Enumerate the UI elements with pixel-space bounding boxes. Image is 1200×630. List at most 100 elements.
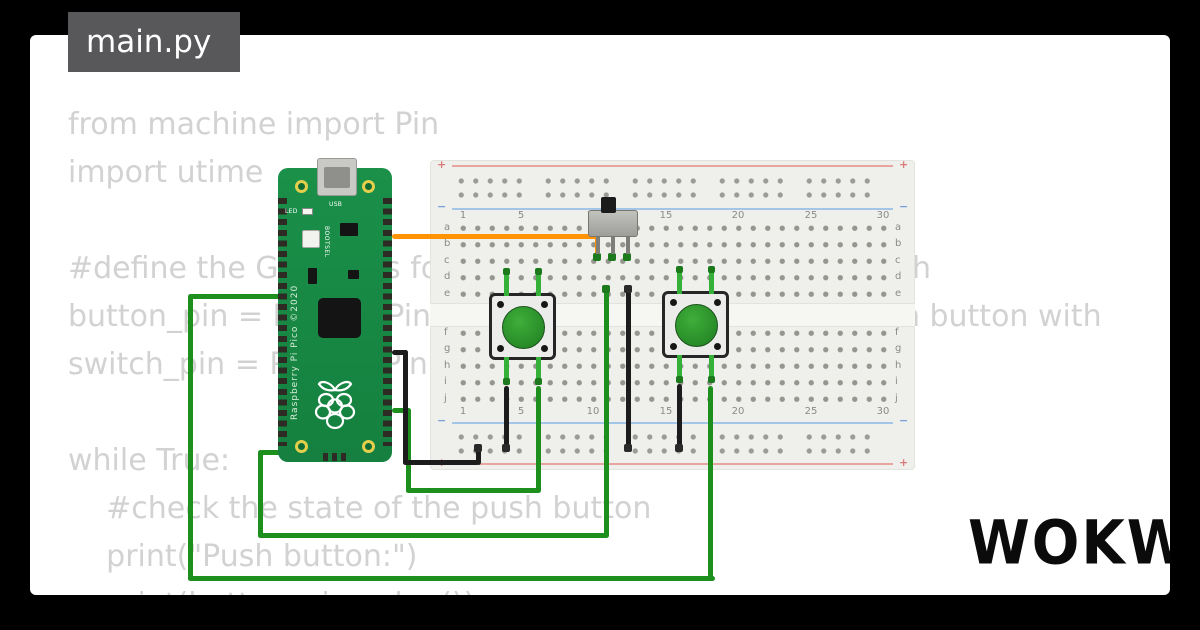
switch-leg [596, 237, 600, 254]
button-pin [497, 345, 504, 352]
wire-black [504, 386, 509, 451]
button-pin [714, 299, 721, 306]
wire-black [403, 350, 408, 465]
rail-blue-line [452, 422, 893, 424]
switch-leg [626, 237, 630, 254]
wire-green [190, 294, 282, 299]
rp2040-chip [318, 298, 361, 338]
pin-pads-left [278, 198, 287, 446]
rail-minus: − [899, 414, 909, 427]
slide-switch[interactable] [588, 197, 638, 254]
hole-connection [602, 285, 610, 293]
pin-pads-right [383, 198, 392, 446]
column-number: 15 [659, 406, 673, 417]
smd-component [348, 270, 359, 279]
switch-leg [611, 237, 615, 254]
wire-green [708, 386, 713, 581]
wire-black [392, 350, 408, 355]
wire-green [260, 450, 286, 455]
power-rail-top [454, 170, 892, 206]
wire-black [476, 446, 481, 465]
row-letter: b [444, 238, 451, 249]
button-leg [708, 266, 715, 294]
code-line: from machine import Pin [68, 107, 440, 142]
code-line: print("Push button:") [68, 539, 418, 574]
row-letter: f [444, 327, 448, 338]
button-pin [541, 301, 548, 308]
canvas-card: from machine import Pin import utime #de… [30, 35, 1170, 595]
row-letter: f [895, 327, 899, 338]
hole-connection [593, 253, 601, 261]
button-leg [676, 355, 683, 383]
row-letter: g [444, 343, 451, 354]
pushbutton-cap[interactable] [502, 306, 545, 349]
row-letter: i [444, 376, 447, 387]
button-leg [535, 357, 542, 385]
row-letter: a [444, 222, 451, 233]
hole-connection [675, 444, 683, 452]
wire-black [626, 288, 631, 451]
row-letter: d [895, 271, 902, 282]
bootsel-button[interactable] [302, 230, 320, 248]
wire-green [604, 288, 609, 538]
bootsel-label: BOOTSEL [323, 226, 330, 258]
rail-plus: + [899, 158, 909, 171]
button-leg [676, 266, 683, 294]
row-letter: e [444, 288, 451, 299]
terminal-bank-top [456, 220, 892, 303]
smd-component [308, 268, 317, 284]
column-number: 30 [876, 406, 890, 417]
pushbutton-cap[interactable] [675, 304, 718, 347]
code-line: #check the state of the push button [68, 491, 652, 526]
row-letter: d [444, 271, 451, 282]
row-letter: e [895, 288, 902, 299]
column-number: 10 [586, 406, 600, 417]
slide-switch-knob[interactable] [601, 197, 616, 213]
code-line: import utime [68, 155, 264, 190]
wire-green [188, 576, 715, 581]
wire-green [258, 533, 608, 538]
row-letter: c [895, 255, 901, 266]
code-line: while True: [68, 443, 231, 478]
hole-connection [502, 444, 510, 452]
pin-pads-bottom [323, 453, 349, 461]
raspberry-pi-pico-board: LED USB BOOTSEL Rasp [278, 158, 392, 462]
pushbutton-1[interactable] [489, 268, 556, 385]
onboard-led [302, 208, 313, 215]
board-silkscreen-text: Raspberry Pi Pico ©2020 [290, 284, 300, 420]
row-letter: j [895, 393, 898, 404]
hole-connection [624, 444, 632, 452]
file-tab-main-py[interactable]: main.py [68, 12, 240, 72]
button-pin [670, 299, 677, 306]
button-leg [503, 357, 510, 385]
button-pin [714, 343, 721, 350]
usb-label: USB [329, 201, 343, 208]
wire-black [403, 460, 479, 465]
hole-connection [623, 253, 631, 261]
button-leg [503, 268, 510, 296]
rail-minus: − [437, 414, 447, 427]
button-pin [497, 301, 504, 308]
row-letter: h [895, 360, 902, 371]
row-letter: g [895, 343, 902, 354]
row-letter: a [895, 222, 902, 233]
wokwi-logo: WOKWI [968, 508, 1170, 579]
column-number: 20 [731, 406, 745, 417]
column-number: 15 [659, 210, 673, 221]
pushbutton-2[interactable] [662, 266, 729, 383]
wire-green [406, 408, 411, 493]
column-number: 30 [876, 210, 890, 221]
column-number: 1 [459, 210, 467, 221]
column-number: 25 [804, 210, 818, 221]
power-rail-bottom [454, 426, 892, 462]
rail-plus: + [437, 158, 447, 171]
mounting-hole [362, 180, 375, 193]
raspberry-pi-logo [314, 380, 356, 430]
mounting-hole [295, 440, 308, 453]
code-line: print(button_pin.value()) [68, 581, 1102, 595]
usb-connector [317, 158, 357, 196]
wire-orange [392, 234, 600, 239]
column-number: 25 [804, 406, 818, 417]
row-letter: i [895, 376, 898, 387]
wire-green [188, 294, 193, 581]
